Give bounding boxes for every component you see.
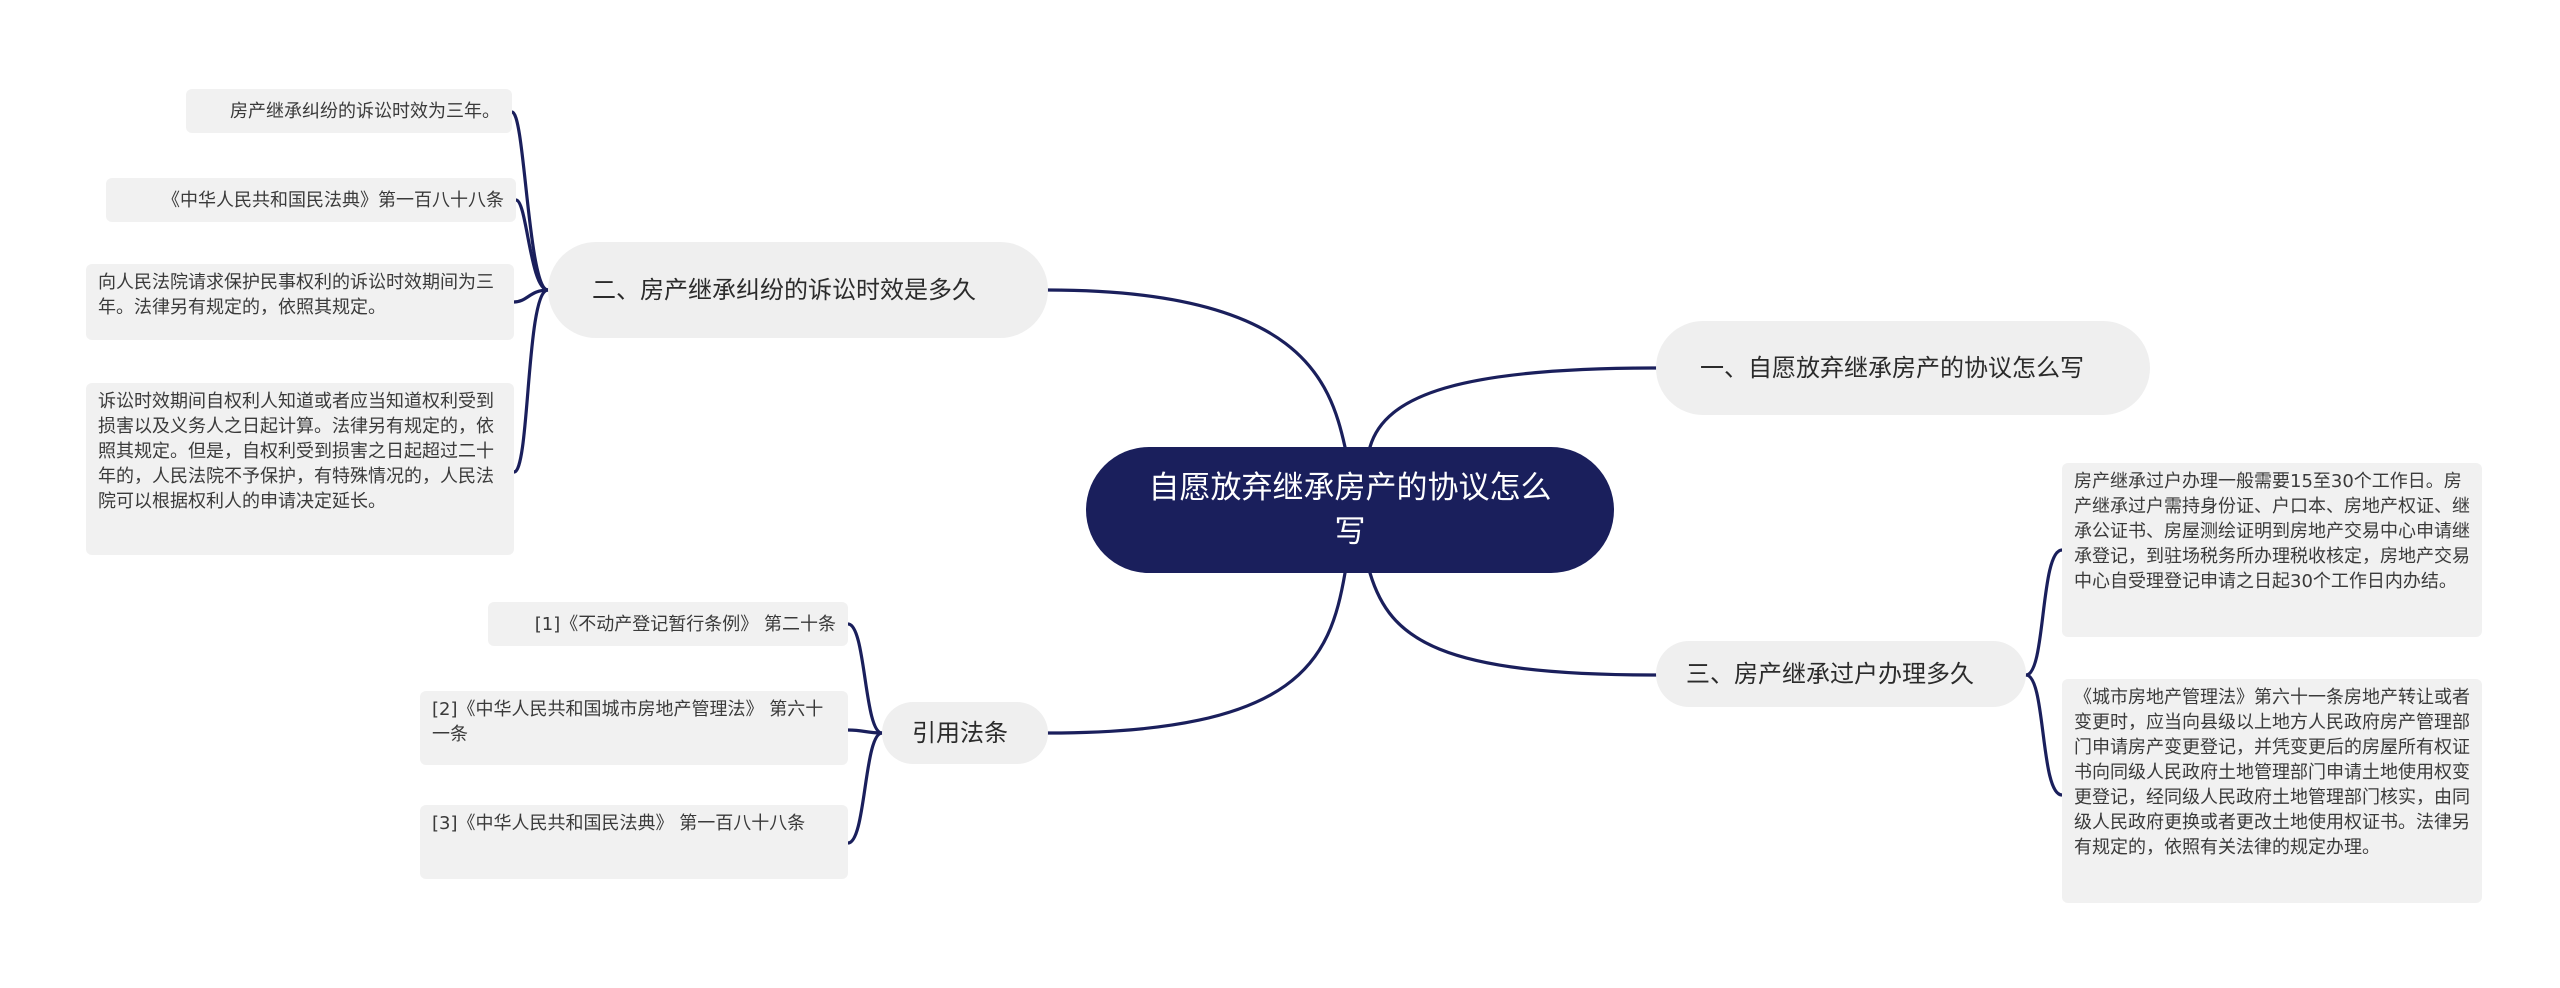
- leaf-text: 《中华人民共和国民法典》第一百八十八条: [162, 189, 504, 211]
- leaf-transfer-15-30-days[interactable]: 房产继承过户办理一般需要15至30个工作日。房产继承过户需持身份证、户口本、房地…: [2062, 463, 2482, 637]
- connector-branch-3-leaf-2: [2024, 673, 2064, 797]
- leaf-text: 房产继承过户办理一般需要15至30个工作日。房产继承过户需持身份证、户口本、房地…: [2074, 471, 2470, 592]
- connector-root-to-branch-2: [1046, 288, 1347, 449]
- connector-branch-4-leaf-3: [846, 731, 884, 845]
- connector-root-to-branch-4: [1046, 571, 1347, 735]
- leaf-limitation-start-rule[interactable]: 诉讼时效期间自权利人知道或者应当知道权利受到损害以及义务人之日起计算。法律另有规…: [86, 383, 514, 555]
- leaf-text: [3]《中华人民共和国民法典》 第一百八十八条: [432, 813, 806, 834]
- leaf-text: 诉讼时效期间自权利人知道或者应当知道权利受到损害以及义务人之日起计算。法律另有规…: [98, 391, 494, 512]
- leaf-cited-law-1[interactable]: [1]《不动产登记暂行条例》 第二十条: [488, 602, 848, 646]
- leaf-cited-law-3[interactable]: [3]《中华人民共和国民法典》 第一百八十八条: [420, 805, 848, 879]
- leaf-text: [1]《不动产登记暂行条例》 第二十条: [534, 613, 836, 635]
- branch-transfer-duration[interactable]: 三、房产继承过户办理多久: [1656, 641, 2026, 707]
- root-topic[interactable]: 自愿放弃继承房产的协议怎么写: [1086, 447, 1614, 573]
- leaf-urban-real-estate-law-61[interactable]: 《城市房地产管理法》第六十一条房地产转让或者变更时，应当向县级以上地方人民政府房…: [2062, 679, 2482, 903]
- leaf-text: 《城市房地产管理法》第六十一条房地产转让或者变更时，应当向县级以上地方人民政府房…: [2074, 687, 2470, 858]
- leaf-limitation-three-years[interactable]: 房产继承纠纷的诉讼时效为三年。: [186, 89, 512, 133]
- branch-label: 二、房产继承纠纷的诉讼时效是多久: [592, 275, 976, 304]
- branch-label: 三、房产继承过户办理多久: [1686, 659, 1974, 688]
- connector-branch-2-leaf-2: [514, 198, 550, 292]
- leaf-cited-law-2[interactable]: [2]《中华人民共和国城市房地产管理法》 第六十一条: [420, 691, 848, 765]
- leaf-text: 向人民法院请求保护民事权利的诉讼时效期间为三年。法律另有规定的，依照其规定。: [98, 272, 494, 318]
- connector-branch-4-leaf-1: [846, 622, 884, 735]
- leaf-text: [2]《中华人民共和国城市房地产管理法》 第六十一条: [432, 699, 824, 745]
- leaf-text: 房产继承纠纷的诉讼时效为三年。: [230, 100, 500, 122]
- leaf-civil-code-article-188[interactable]: 《中华人民共和国民法典》第一百八十八条: [106, 178, 516, 222]
- branch-label: 引用法条: [912, 718, 1008, 747]
- connector-branch-3-leaf-1: [2024, 548, 2064, 677]
- root-topic-label: 自愿放弃继承房产的协议怎么写: [1148, 470, 1552, 550]
- connector-root-to-branch-3: [1368, 571, 1658, 677]
- branch-cited-laws[interactable]: 引用法条: [882, 702, 1048, 764]
- branch-label: 一、自愿放弃继承房产的协议怎么写: [1700, 353, 2084, 382]
- connector-root-to-branch-1: [1368, 366, 1658, 449]
- branch-agreement-how-to-write[interactable]: 一、自愿放弃继承房产的协议怎么写: [1656, 321, 2150, 415]
- branch-statute-of-limitations[interactable]: 二、房产继承纠纷的诉讼时效是多久: [548, 242, 1048, 338]
- leaf-limitation-period-rule[interactable]: 向人民法院请求保护民事权利的诉讼时效期间为三年。法律另有规定的，依照其规定。: [86, 264, 514, 340]
- connector-branch-2-leaf-4: [512, 288, 550, 474]
